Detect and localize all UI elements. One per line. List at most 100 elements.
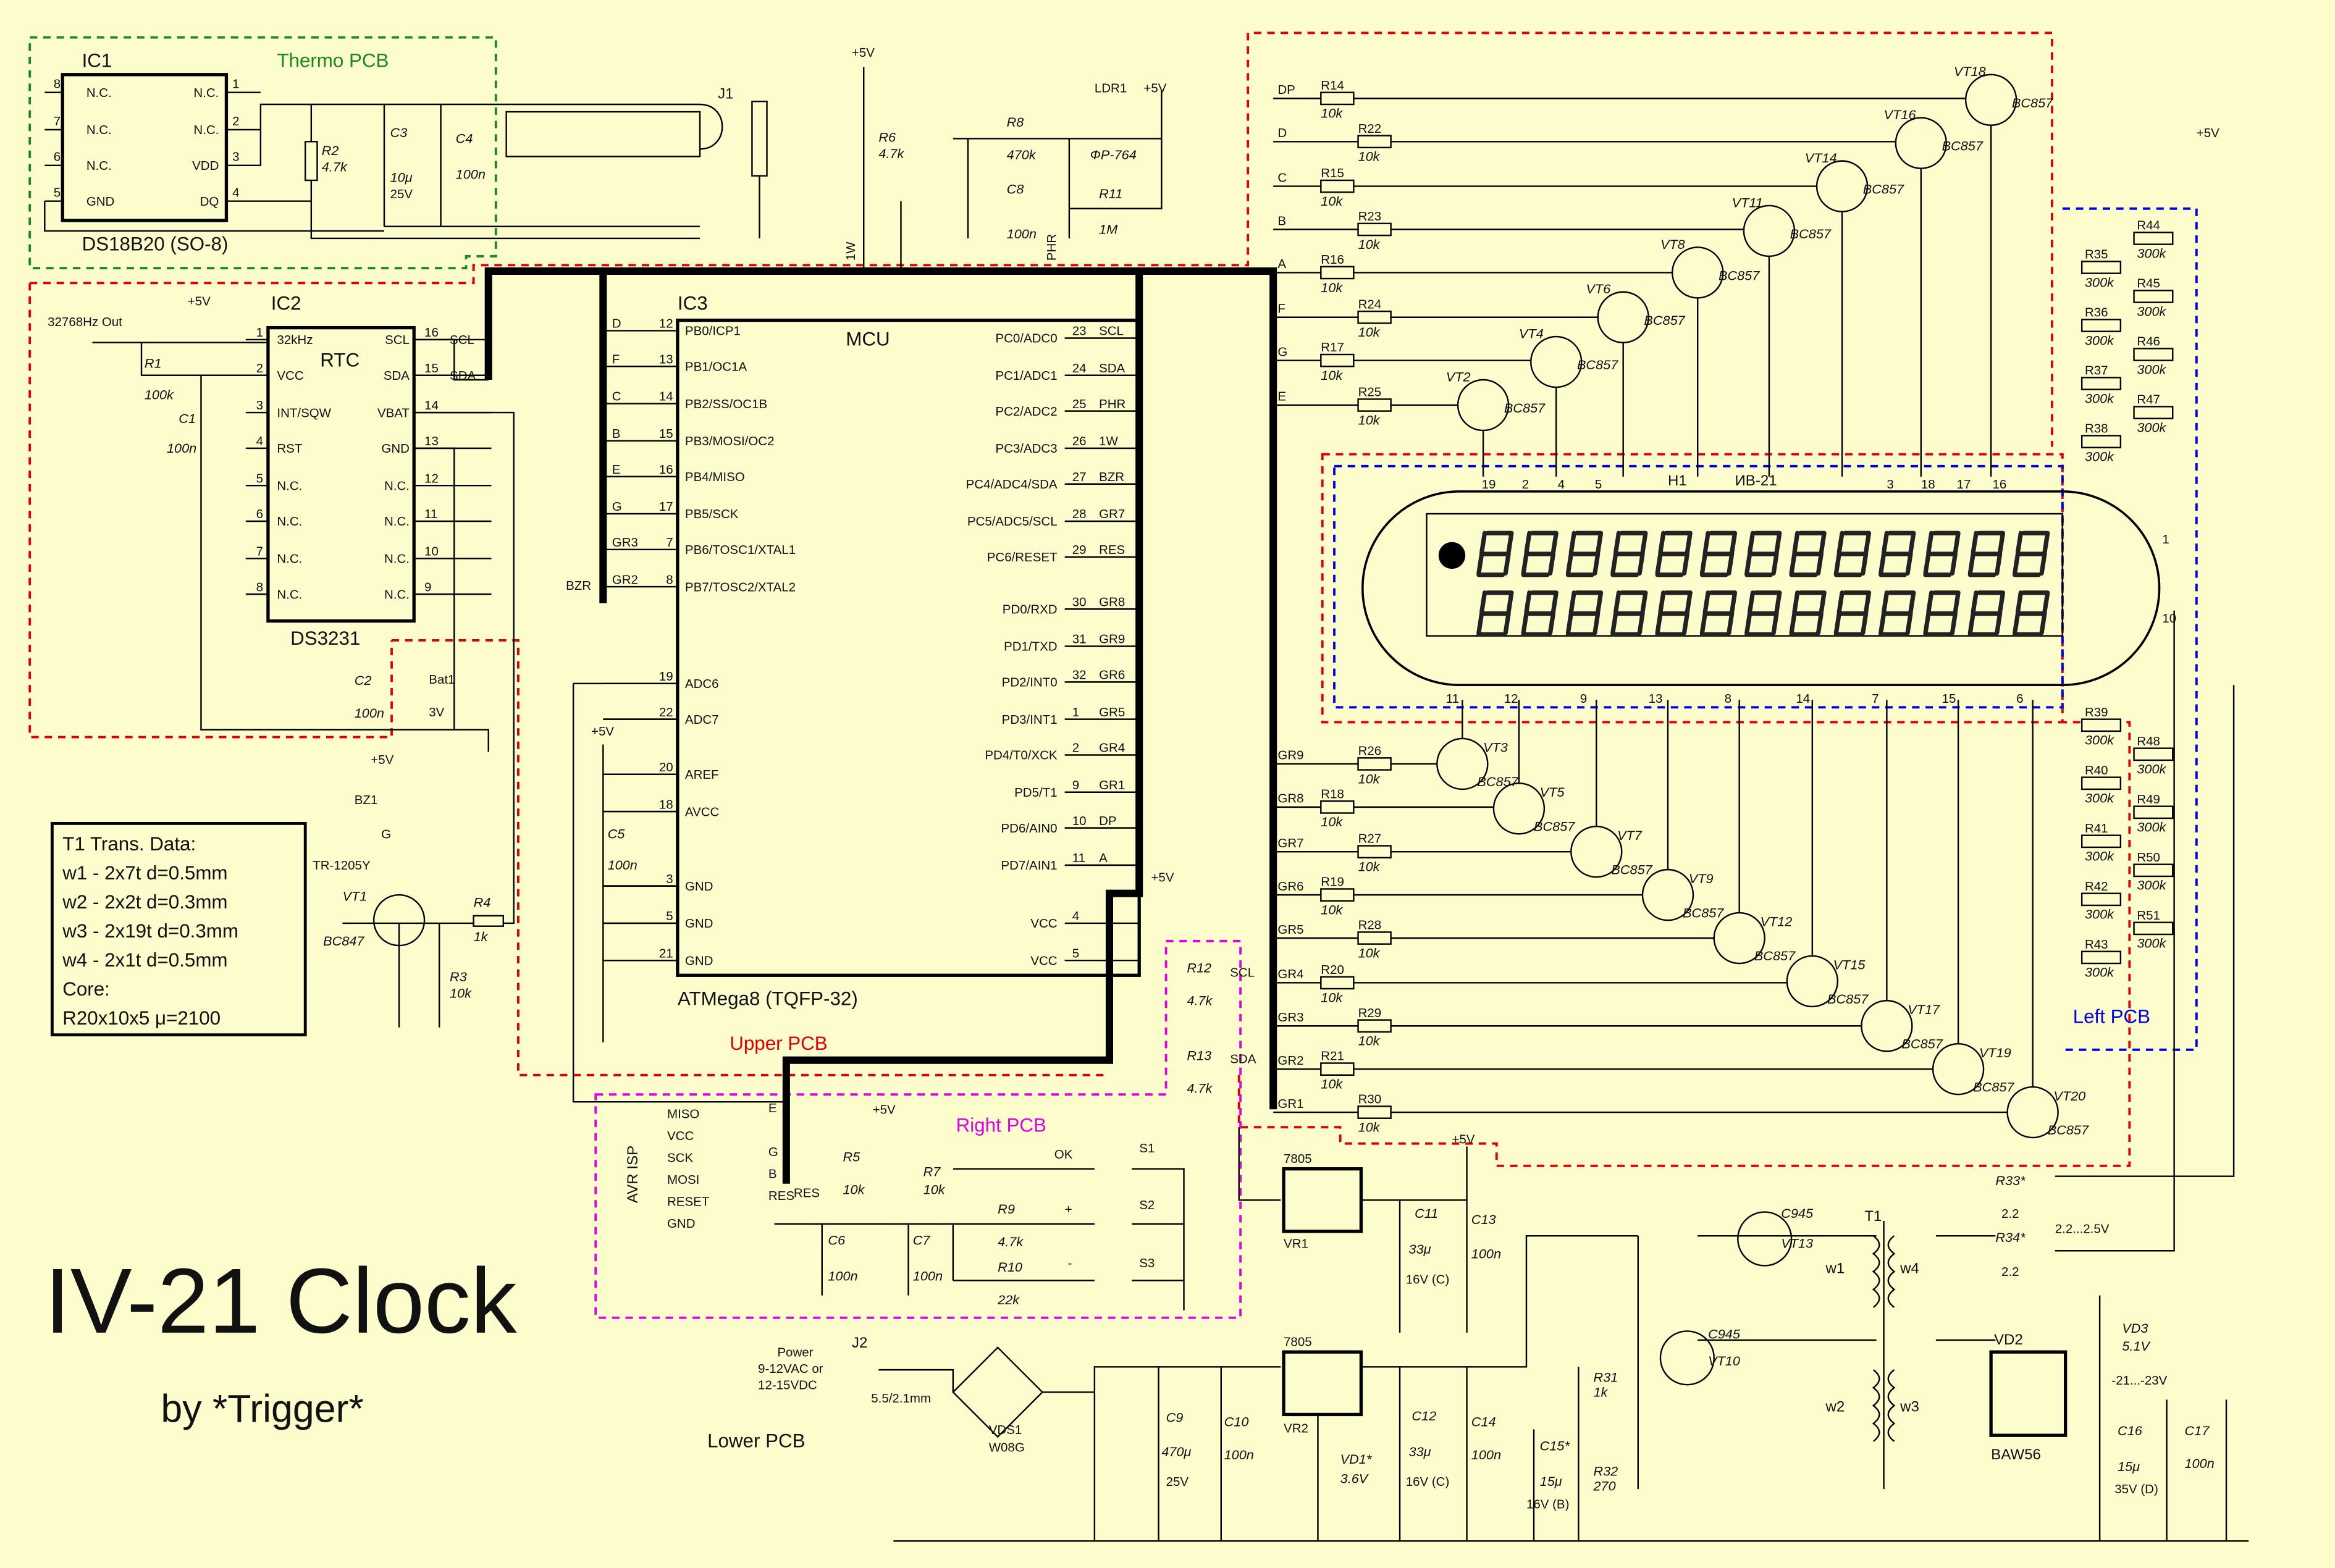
label-vfd-pin_1: 1 xyxy=(2162,532,2169,547)
label-ic3-right-9-num: 32 xyxy=(1072,668,1087,682)
label-grids-7-r: R21 xyxy=(1321,1049,1344,1063)
label-ic3-right-3-net: 1W xyxy=(1099,434,1118,448)
label-left_pcb_res_bottom-3-1: 300k xyxy=(2137,820,2166,835)
label-ic3-left-12-name: GND xyxy=(685,879,713,894)
label-segments-3-rv: 10k xyxy=(1358,237,1381,252)
label-labels-vt13: VT13 xyxy=(1781,1235,1813,1251)
vfd-digit xyxy=(1699,590,1738,637)
label-ic3-left-6-num: 7 xyxy=(666,535,673,550)
label-ic2-left-1-num: 2 xyxy=(256,361,263,375)
segment-transistor xyxy=(1672,246,1724,299)
label-labels-bz1g: G xyxy=(381,827,391,841)
vfd-tube xyxy=(1361,490,2161,686)
label-labels-r8: R8 xyxy=(1007,114,1024,130)
label-left_pcb_res_top-5-0: R37 xyxy=(2085,364,2108,378)
ic1-body xyxy=(61,73,229,222)
label-ic2-right-0-num: 16 xyxy=(424,325,439,340)
label-labels-s2: S2 xyxy=(1139,1198,1155,1212)
label-ic3-right-13-name: PD6/AIN0 xyxy=(1001,821,1058,836)
label-ic3-right-9-name: PD2/INT0 xyxy=(1002,676,1058,690)
t1-data-line: Core: xyxy=(62,978,110,1000)
label-segments-6-rv: 10k xyxy=(1321,367,1343,383)
left-pcb-resistor xyxy=(2080,718,2122,732)
label-labels-isp-4: RESET xyxy=(667,1194,710,1209)
ic2-body xyxy=(266,325,416,623)
label-grids-6-type: BC857 xyxy=(1901,1036,1943,1051)
label-left_pcb_res_bottom-2-0: R40 xyxy=(2085,763,2108,778)
label-ic3-left-6-name: PB6/TOSC1/XTAL1 xyxy=(685,543,796,557)
label-grids-6-vt: VT17 xyxy=(1908,1002,1940,1017)
label-labels-r8v: 470k xyxy=(1007,147,1037,162)
label-ic2-right-5-num: 11 xyxy=(424,507,437,521)
power-wires xyxy=(878,610,2249,1542)
label-segments-1-net: D xyxy=(1277,126,1287,140)
j1-connector xyxy=(505,100,768,238)
label-labels-r2v: 4.7k xyxy=(322,159,348,174)
vfd-digit xyxy=(1521,530,1559,577)
label-labels-vr1v: 7805 xyxy=(1284,1152,1312,1166)
label-ic3-left-12-num: 3 xyxy=(666,872,673,886)
label-labels-bzr: BZR xyxy=(566,579,591,593)
label-grids-3-vt: VT9 xyxy=(1689,871,1714,886)
vfd-digit xyxy=(1565,590,1604,637)
label-ic2-right-7-num: 9 xyxy=(424,580,431,594)
vfd-digit xyxy=(1655,530,1693,577)
t1-data-line: w2 - 2x2t d=0.3mm xyxy=(62,891,227,913)
vt13-transistor xyxy=(1737,1211,1793,1267)
label-ic1-left-1-num: 7 xyxy=(54,114,61,128)
author: by *Trigger* xyxy=(161,1387,364,1430)
label-ic3-left-8-num: 19 xyxy=(659,669,673,684)
label-ic3-left-10-num: 20 xyxy=(659,760,673,774)
label-grids-0-r: R26 xyxy=(1358,744,1382,758)
label-ic1-left-2-num: 6 xyxy=(54,150,61,164)
label-labels-c11: C11 xyxy=(1415,1205,1438,1221)
label-labels-vds1: VDS1 xyxy=(989,1423,1022,1437)
label-ic3-left-2-net: C xyxy=(612,390,621,404)
grid-resistor xyxy=(1320,1062,1355,1076)
label-labels-c5v: 100n xyxy=(608,857,637,873)
label-ic3-right-4-net: BZR xyxy=(1099,470,1124,484)
label-grids-5-vt: VT15 xyxy=(1833,957,1866,973)
label-labels-r13v: 4.7k xyxy=(1187,1081,1213,1096)
segment-resistor xyxy=(1357,398,1392,412)
segment-resistor xyxy=(1320,179,1355,193)
label-labels-c9r: 25V xyxy=(1166,1475,1189,1489)
label-left_pcb_res_top-0-0: R44 xyxy=(2137,219,2160,233)
label-ic3-right-14-net: A xyxy=(1099,851,1108,865)
label-left_pcb_res_top-5-1: 300k xyxy=(2085,390,2114,406)
label-labels-r6: R6 xyxy=(878,129,896,145)
label-labels-c7v: 100n xyxy=(913,1268,943,1283)
label-labels-phr: PHR xyxy=(1045,234,1059,261)
label-left_pcb_res_bottom-0-0: R39 xyxy=(2085,705,2108,719)
left-pcb-resistor xyxy=(2080,261,2122,274)
label-vfd-pins_bottom-7: 15 xyxy=(1942,692,1956,706)
vfd-digit xyxy=(1744,530,1782,577)
label-ic3-left-13-num: 5 xyxy=(666,909,673,923)
vfd-digit xyxy=(1789,530,1827,577)
left-pcb-resistor xyxy=(2133,232,2174,245)
left-pcb-resistor xyxy=(2133,921,2174,936)
left-pcb-resistor xyxy=(2080,377,2122,390)
label-labels-c6v: 100n xyxy=(828,1268,857,1283)
label-labels-tw2: w2 xyxy=(1825,1399,1845,1415)
label-vfd-pins_bottom-2: 9 xyxy=(1580,692,1587,706)
label-labels-c16r: 35V (D) xyxy=(2114,1482,2158,1496)
segment-resistor xyxy=(1320,266,1355,280)
label-segments-0-r: R14 xyxy=(1321,78,1344,93)
label-vfd-pins_bottom-6: 7 xyxy=(1872,692,1879,706)
label-vfd-pins_bottom-1: 12 xyxy=(1504,692,1518,706)
label-labels-clkout: 32768Hz Out xyxy=(48,315,122,329)
label-labels-r3: R3 xyxy=(450,969,467,984)
label-labels-c3v: 10μ xyxy=(390,169,413,185)
label-labels-r13: R13 xyxy=(1187,1048,1211,1063)
label-labels-bat1v: 3V xyxy=(429,705,444,719)
label-left_pcb_res_top-0-1: 300k xyxy=(2137,245,2166,261)
label-ic3-right-6-net: RES xyxy=(1099,543,1125,557)
segment-resistor xyxy=(1357,310,1392,324)
label-labels-r33v: 2.2 xyxy=(2001,1207,2019,1221)
label-ic3-right-0-net: SCL xyxy=(1099,324,1124,338)
vfd-digit xyxy=(1833,530,1872,577)
label-segments-0-net: DP xyxy=(1277,83,1295,97)
label-labels-p5v: +5V xyxy=(852,46,875,60)
